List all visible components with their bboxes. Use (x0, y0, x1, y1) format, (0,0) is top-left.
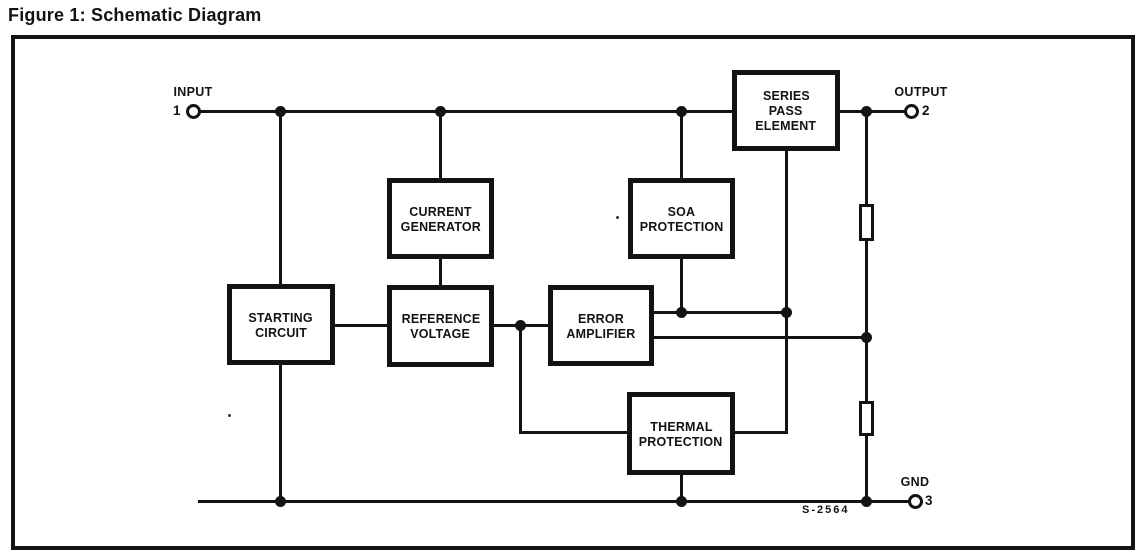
block-soa-protection: SOA PROTECTION (628, 178, 735, 259)
block-reference-voltage: REFERENCE VOLTAGE (387, 285, 494, 367)
junction-dot (515, 320, 526, 331)
print-speck (228, 414, 231, 417)
wire-seriespass-drive (785, 148, 788, 434)
print-speck (616, 216, 619, 219)
junction-dot (861, 106, 872, 117)
wire-input-rail (200, 110, 732, 113)
wire-starting-to-ground (279, 361, 282, 503)
wire-erramp-output (653, 311, 788, 314)
block-label: STARTING (248, 309, 314, 325)
wire-output-line (840, 110, 906, 113)
wire-ground-rail (198, 500, 910, 503)
wire-thermal-right (733, 431, 788, 434)
junction-dot (676, 496, 687, 507)
block-label: ELEMENT (755, 118, 817, 133)
wire-to-thermal-left (519, 431, 630, 434)
output-terminal (904, 104, 919, 119)
input-label: INPUT (173, 85, 213, 99)
block-label: GENERATOR (400, 218, 481, 234)
junction-dot (861, 496, 872, 507)
block-label: REFERENCE (401, 311, 480, 326)
wire-start-to-ref (335, 324, 389, 327)
resistor-upper (859, 204, 874, 241)
block-label: PROTECTION (639, 433, 723, 449)
wire-thermal-to-ground (680, 473, 683, 503)
block-label: ERROR (577, 310, 625, 326)
gnd-label: GND (900, 475, 930, 489)
junction-dot (676, 106, 687, 117)
junction-dot (275, 106, 286, 117)
block-current-generator: CURRENT GENERATOR (387, 178, 494, 259)
block-error-amplifier: ERROR AMPLIFIER (548, 285, 654, 366)
wire-soa-to-drive (680, 256, 683, 314)
output-label: OUTPUT (894, 85, 948, 99)
block-label: CURRENT (409, 203, 472, 219)
junction-dot (275, 496, 286, 507)
figure-title: Figure 1: Schematic Diagram (8, 5, 262, 25)
block-thermal-protection: THERMAL PROTECTION (627, 392, 735, 475)
output-pin-number: 2 (922, 103, 930, 118)
block-label: PASS (769, 103, 803, 118)
block-label: SERIES (762, 88, 810, 103)
wire-output-divider (865, 110, 868, 503)
block-series-pass-element: SERIES PASS ELEMENT (732, 70, 840, 151)
block-label: VOLTAGE (410, 326, 471, 341)
input-pin-number: 1 (173, 103, 181, 118)
junction-dot (435, 106, 446, 117)
wire-currentgen-to-ref (439, 256, 442, 288)
wire-feedback (653, 336, 868, 339)
junction-dot (781, 307, 792, 318)
block-label: AMPLIFIER (566, 325, 636, 341)
drawing-code: S-2564 (802, 504, 850, 516)
junction-dot (676, 307, 687, 318)
input-terminal (186, 104, 201, 119)
block-label: PROTECTION (639, 218, 724, 234)
wire-input-to-currentgen (439, 110, 442, 180)
gnd-terminal (908, 494, 923, 509)
block-starting-circuit: STARTING CIRCUIT (227, 284, 335, 365)
block-label: THERMAL (649, 418, 713, 434)
block-label: CIRCUIT (255, 324, 307, 340)
wire-input-to-starting (279, 110, 282, 287)
junction-dot (861, 332, 872, 343)
wire-refjunction-down (519, 324, 522, 434)
resistor-lower (859, 401, 874, 436)
block-label: SOA (667, 203, 696, 219)
gnd-pin-number: 3 (925, 493, 933, 508)
wire-input-to-soa (680, 110, 683, 180)
